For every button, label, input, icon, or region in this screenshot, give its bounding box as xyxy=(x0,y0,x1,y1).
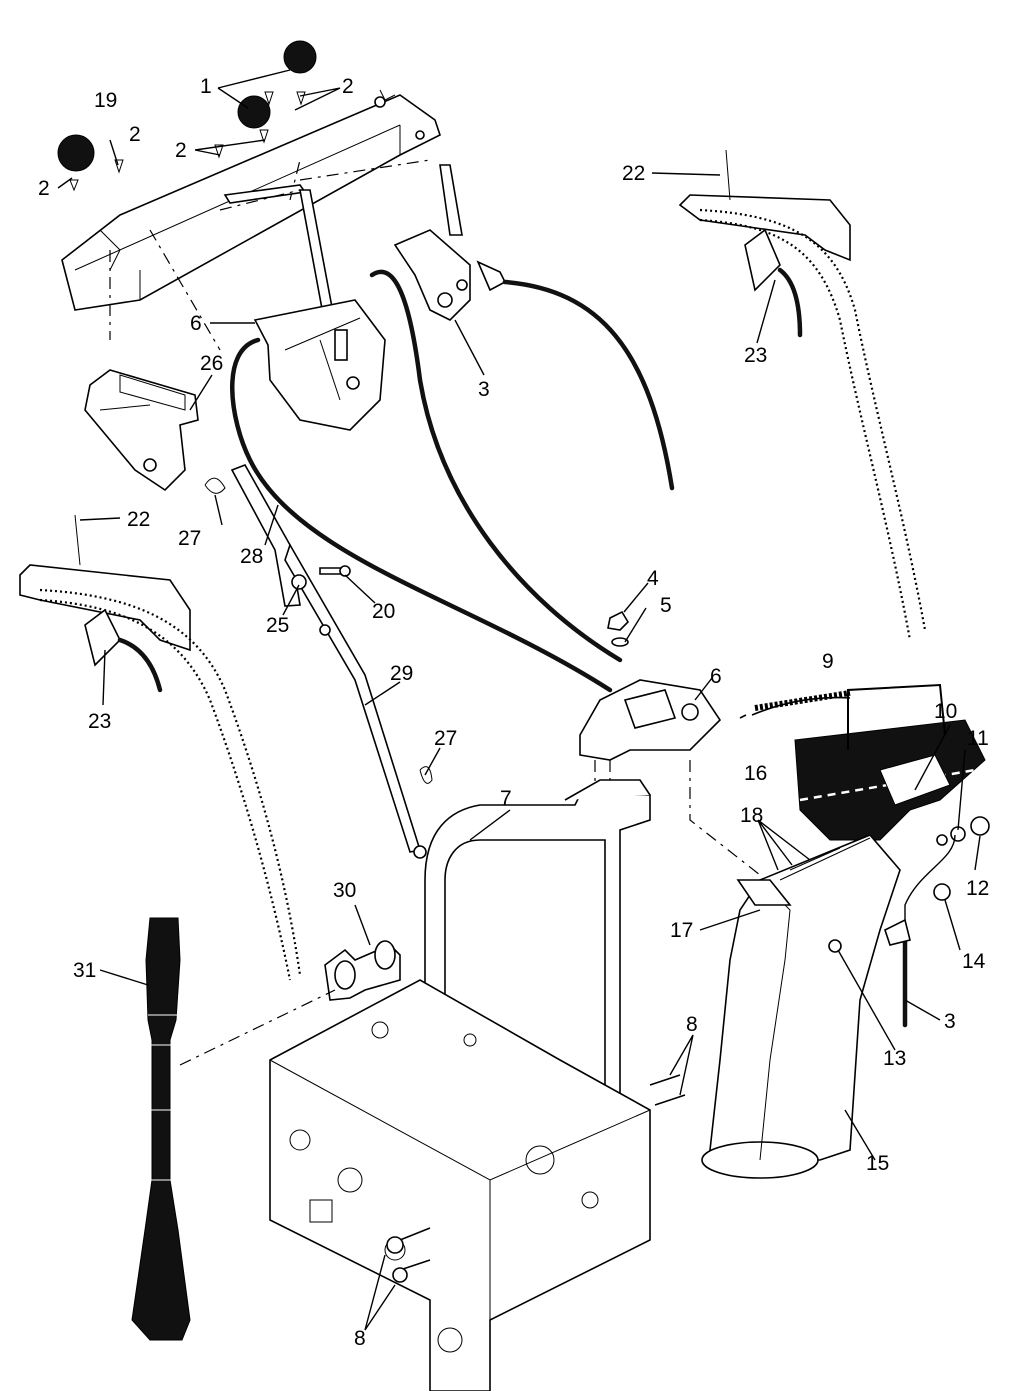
knob-1a xyxy=(283,40,317,74)
chute-deflector-16 xyxy=(739,683,986,841)
label-22: 22 xyxy=(622,162,645,185)
cable-left xyxy=(230,337,613,693)
label-25: 25 xyxy=(266,614,289,637)
label-8: 8 xyxy=(354,1327,366,1350)
label-16: 16 xyxy=(744,762,767,785)
clean-out-tool-31 xyxy=(131,917,191,1341)
control-rods xyxy=(204,464,433,859)
label-31: 31 xyxy=(73,959,96,982)
label-29: 29 xyxy=(390,662,413,685)
knob-19 xyxy=(57,134,95,172)
callout-labels: 1 2 2 2 2 19 22 23 3 6 26 27 28 22 23 20… xyxy=(38,75,989,1350)
label-26: 26 xyxy=(200,352,223,375)
label-23: 23 xyxy=(744,344,767,367)
label-11: 11 xyxy=(967,727,989,750)
label-5: 5 xyxy=(660,594,672,617)
label-17: 17 xyxy=(670,919,693,942)
label-2: 2 xyxy=(342,75,354,98)
label-13: 13 xyxy=(883,1047,906,1070)
handle-bar-7 xyxy=(424,779,651,1281)
leader-dashes xyxy=(109,189,761,1066)
knob-1b xyxy=(237,95,271,129)
chute-15 xyxy=(701,834,901,1179)
label-18: 18 xyxy=(740,804,763,827)
clamp-30 xyxy=(324,940,401,1001)
label-3: 3 xyxy=(944,1010,956,1033)
label-20: 20 xyxy=(372,600,395,623)
label-1: 1 xyxy=(200,75,212,98)
label-8: 8 xyxy=(686,1013,698,1036)
label-19: 19 xyxy=(94,89,117,112)
label-22: 22 xyxy=(127,508,150,531)
chute-hardware xyxy=(884,816,990,1028)
label-2: 2 xyxy=(38,177,50,200)
lower-cable-bracket xyxy=(579,610,722,800)
handle-right xyxy=(678,149,927,641)
label-4: 4 xyxy=(647,567,659,590)
frame-housing xyxy=(269,979,686,1391)
label-14: 14 xyxy=(962,950,986,973)
leader-lines xyxy=(57,69,981,1331)
label-28: 28 xyxy=(240,545,263,568)
label-3: 3 xyxy=(478,378,490,401)
label-2: 2 xyxy=(175,139,187,162)
cable-center xyxy=(369,269,623,663)
knob-parts xyxy=(57,40,317,204)
label-27: 27 xyxy=(434,727,457,750)
label-27: 27 xyxy=(178,527,201,550)
handle-left xyxy=(19,514,302,981)
label-6: 6 xyxy=(190,312,202,335)
chute-crank-bracket xyxy=(393,164,507,321)
label-6: 6 xyxy=(710,665,722,688)
cable-right xyxy=(502,279,675,491)
label-7: 7 xyxy=(500,787,512,810)
label-23: 23 xyxy=(88,710,111,733)
label-2: 2 xyxy=(129,123,141,146)
label-9: 9 xyxy=(822,650,834,673)
shift-assembly xyxy=(253,189,386,431)
label-12: 12 xyxy=(966,877,989,900)
bracket-26 xyxy=(84,369,199,492)
label-15: 15 xyxy=(866,1152,889,1175)
label-30: 30 xyxy=(333,879,356,902)
label-10: 10 xyxy=(934,700,957,723)
